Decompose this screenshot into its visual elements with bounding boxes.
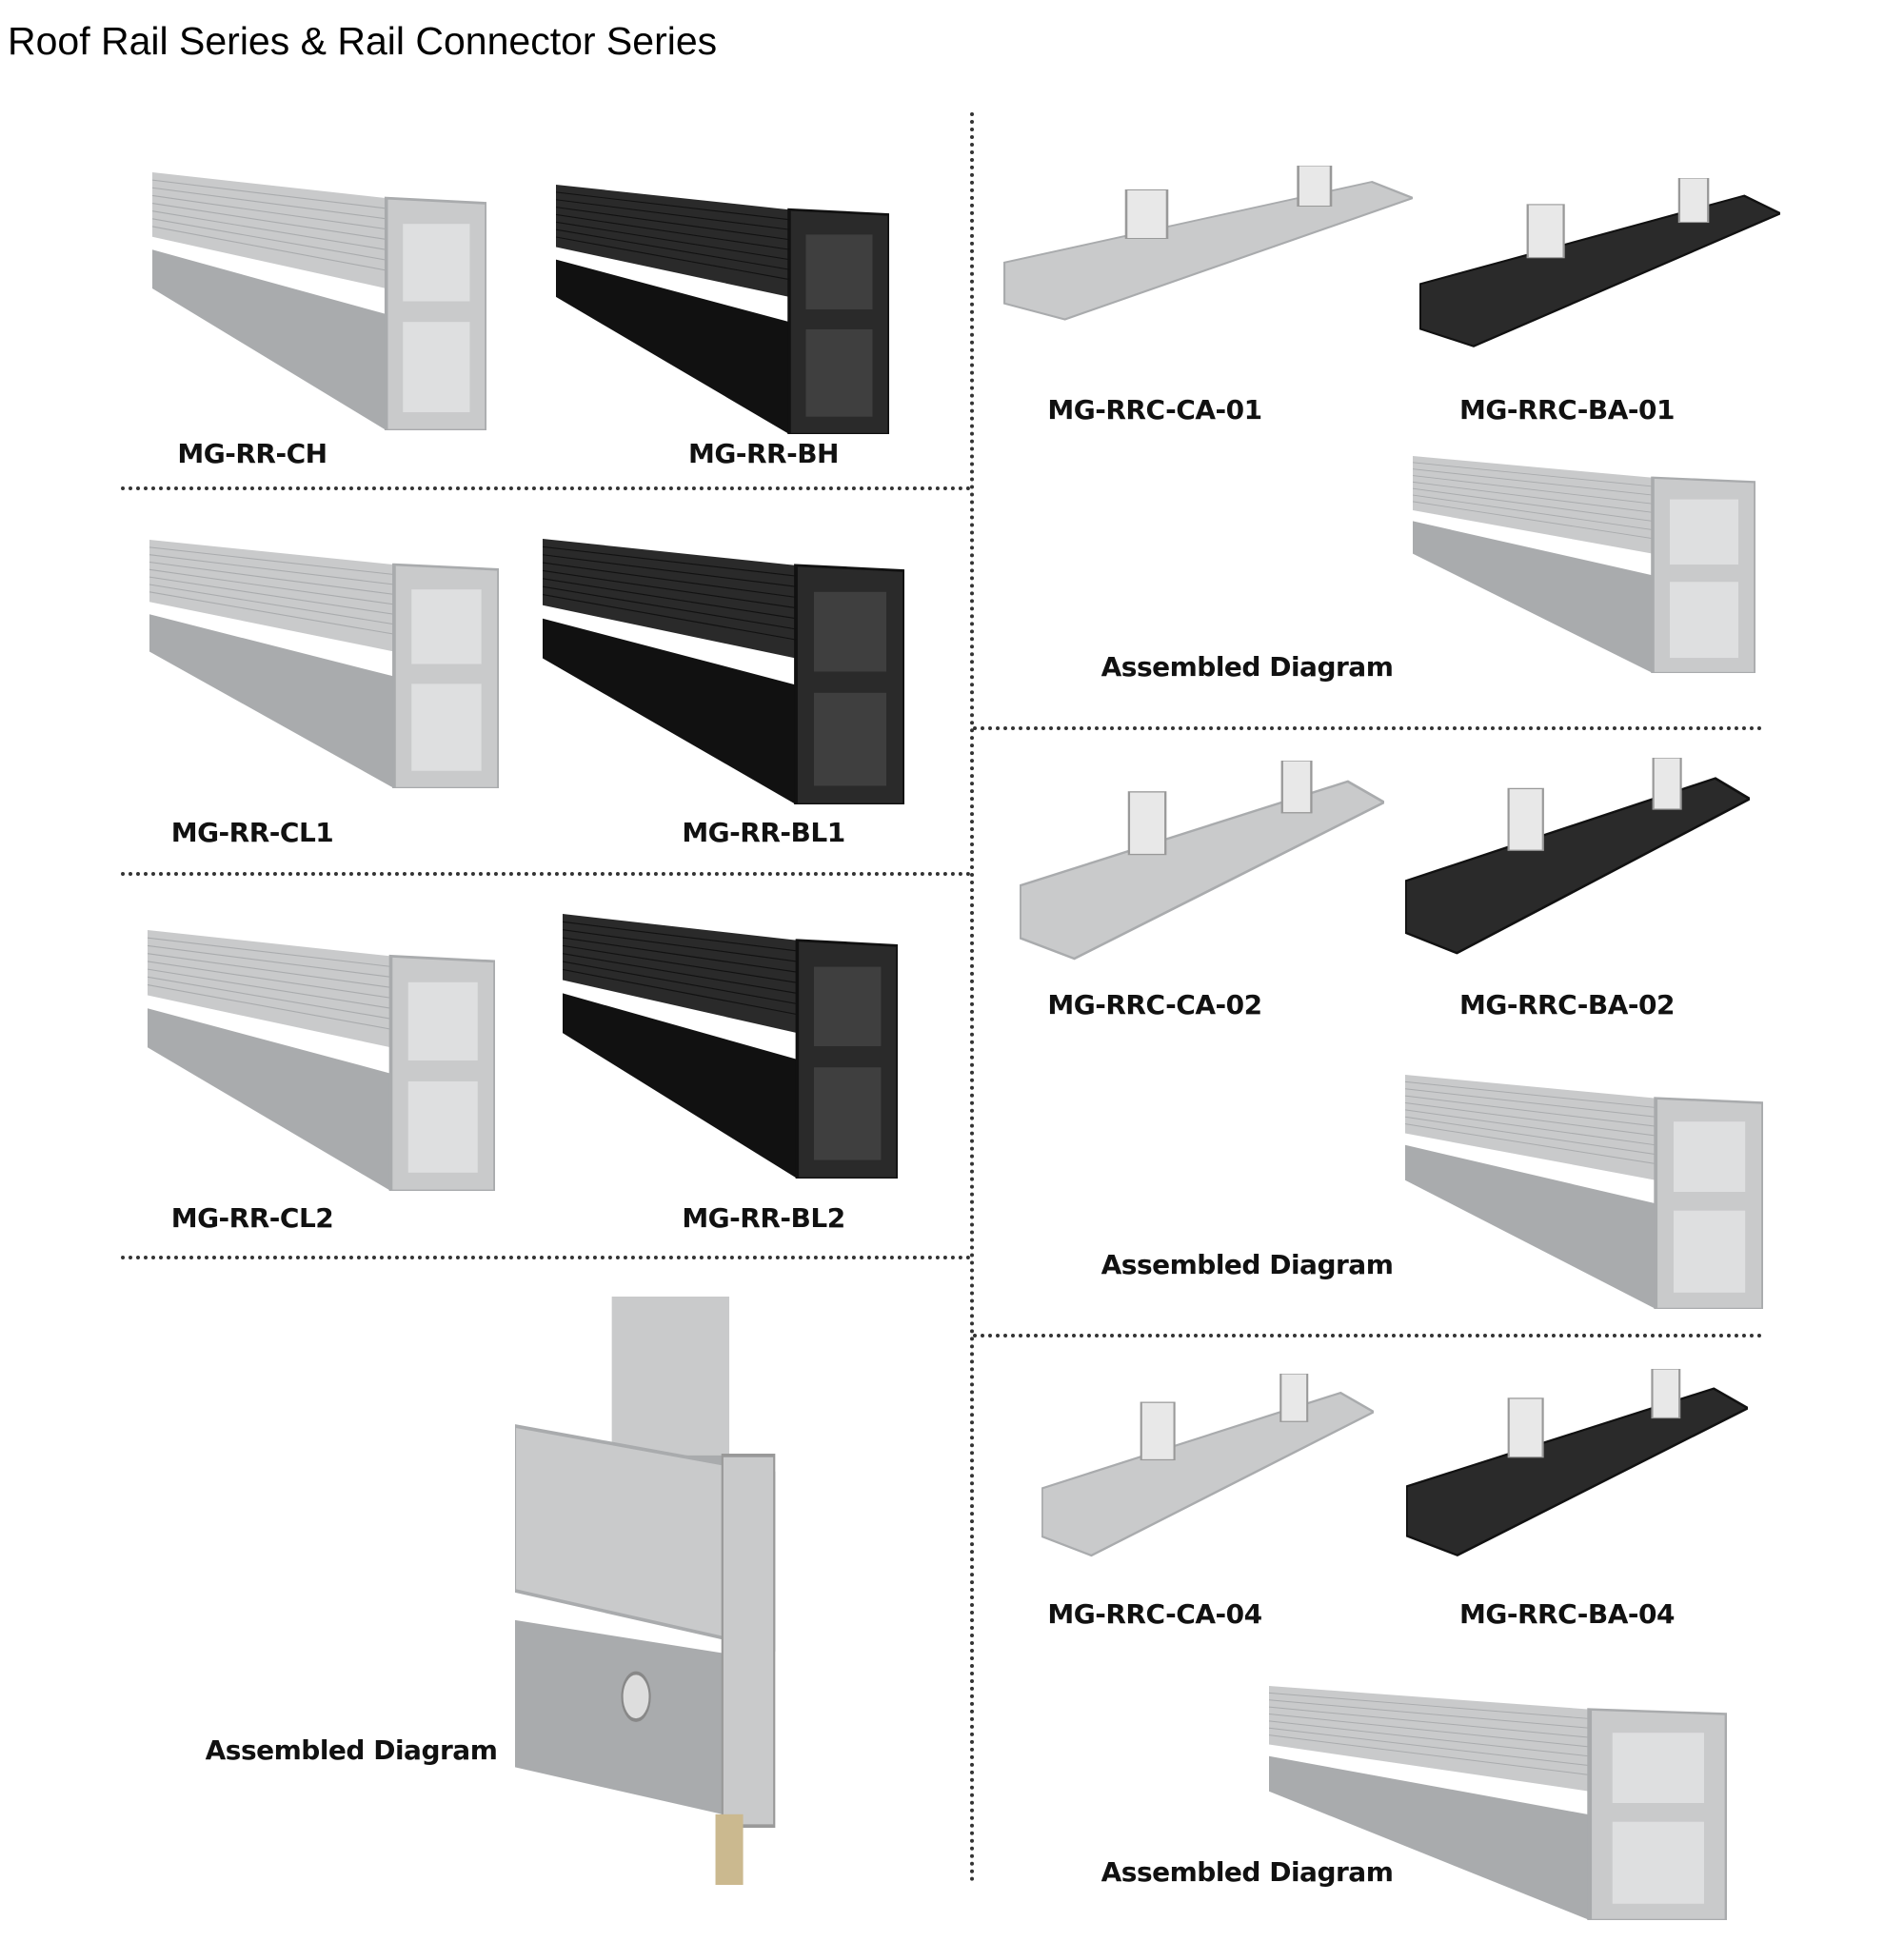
assembled-connector-image-02 [1405,1075,1763,1309]
product-illustration [1405,758,1750,955]
connector-image-ca-04 [1041,1374,1374,1565]
connector-image-ba-04 [1406,1369,1748,1565]
connector-image-ca-01 [1003,166,1413,327]
product-label: MG-RRC-BA-02 [1459,989,1676,1021]
product-illustration [1003,166,1413,321]
product-label: MG-RR-CL2 [170,1202,334,1234]
product-label: MG-RRC-CA-02 [1047,989,1262,1021]
product-illustration [1020,761,1384,961]
rail-image-mg-rr-bh [556,185,889,434]
product-illustration [1419,178,1780,347]
rail-image-mg-rr-ch [152,172,486,430]
row-divider [121,486,971,490]
product-illustration [1041,1374,1374,1557]
product-label: MG-RRC-CA-04 [1047,1598,1262,1630]
assembled-connector-image-03 [1269,1686,1727,1920]
product-illustration [148,930,495,1191]
assembled-label: Assembled Diagram [1101,1856,1394,1888]
product-label: MG-RR-BH [688,438,839,469]
product-label: MG-RRC-CA-01 [1047,394,1262,426]
product-label: MG-RR-BL2 [682,1202,845,1234]
rail-image-mg-rr-bl1 [543,539,904,804]
row-divider [121,1256,971,1259]
product-illustration [556,185,889,434]
rail-image-mg-rr-cl1 [149,540,499,788]
product-illustration [149,540,499,788]
product-illustration [563,914,898,1179]
assembled-clamp-image [515,1297,861,1885]
page-title: Roof Rail Series & Rail Connector Series [8,19,718,63]
product-label: MG-RR-BL1 [682,817,845,848]
assembled-label: Assembled Diagram [1101,651,1394,683]
row-divider [973,1334,1762,1338]
rail-image-mg-rr-cl2 [148,930,495,1191]
product-illustration [152,172,486,430]
connector-image-ba-02 [1405,758,1750,963]
connector-image-ba-01 [1419,178,1780,355]
product-label: MG-RRC-BA-04 [1459,1598,1676,1630]
assembled-connector-image-01 [1413,456,1755,673]
assembled-label: Assembled Diagram [205,1734,498,1766]
assembled-label: Assembled Diagram [1101,1249,1394,1280]
product-illustration [1413,456,1755,673]
row-divider [121,872,971,876]
product-label: MG-RRC-BA-01 [1459,394,1676,426]
product-illustration [515,1297,776,1885]
product-illustration [1269,1686,1727,1920]
column-divider [970,112,974,1883]
row-divider [973,726,1762,730]
product-label: MG-RR-CL1 [170,817,334,848]
connector-image-ca-02 [1020,761,1384,969]
rail-image-mg-rr-bl2 [563,914,898,1179]
product-illustration [1405,1075,1763,1309]
product-illustration [1406,1369,1748,1556]
product-label: MG-RR-CH [177,438,327,469]
product-illustration [543,539,904,804]
